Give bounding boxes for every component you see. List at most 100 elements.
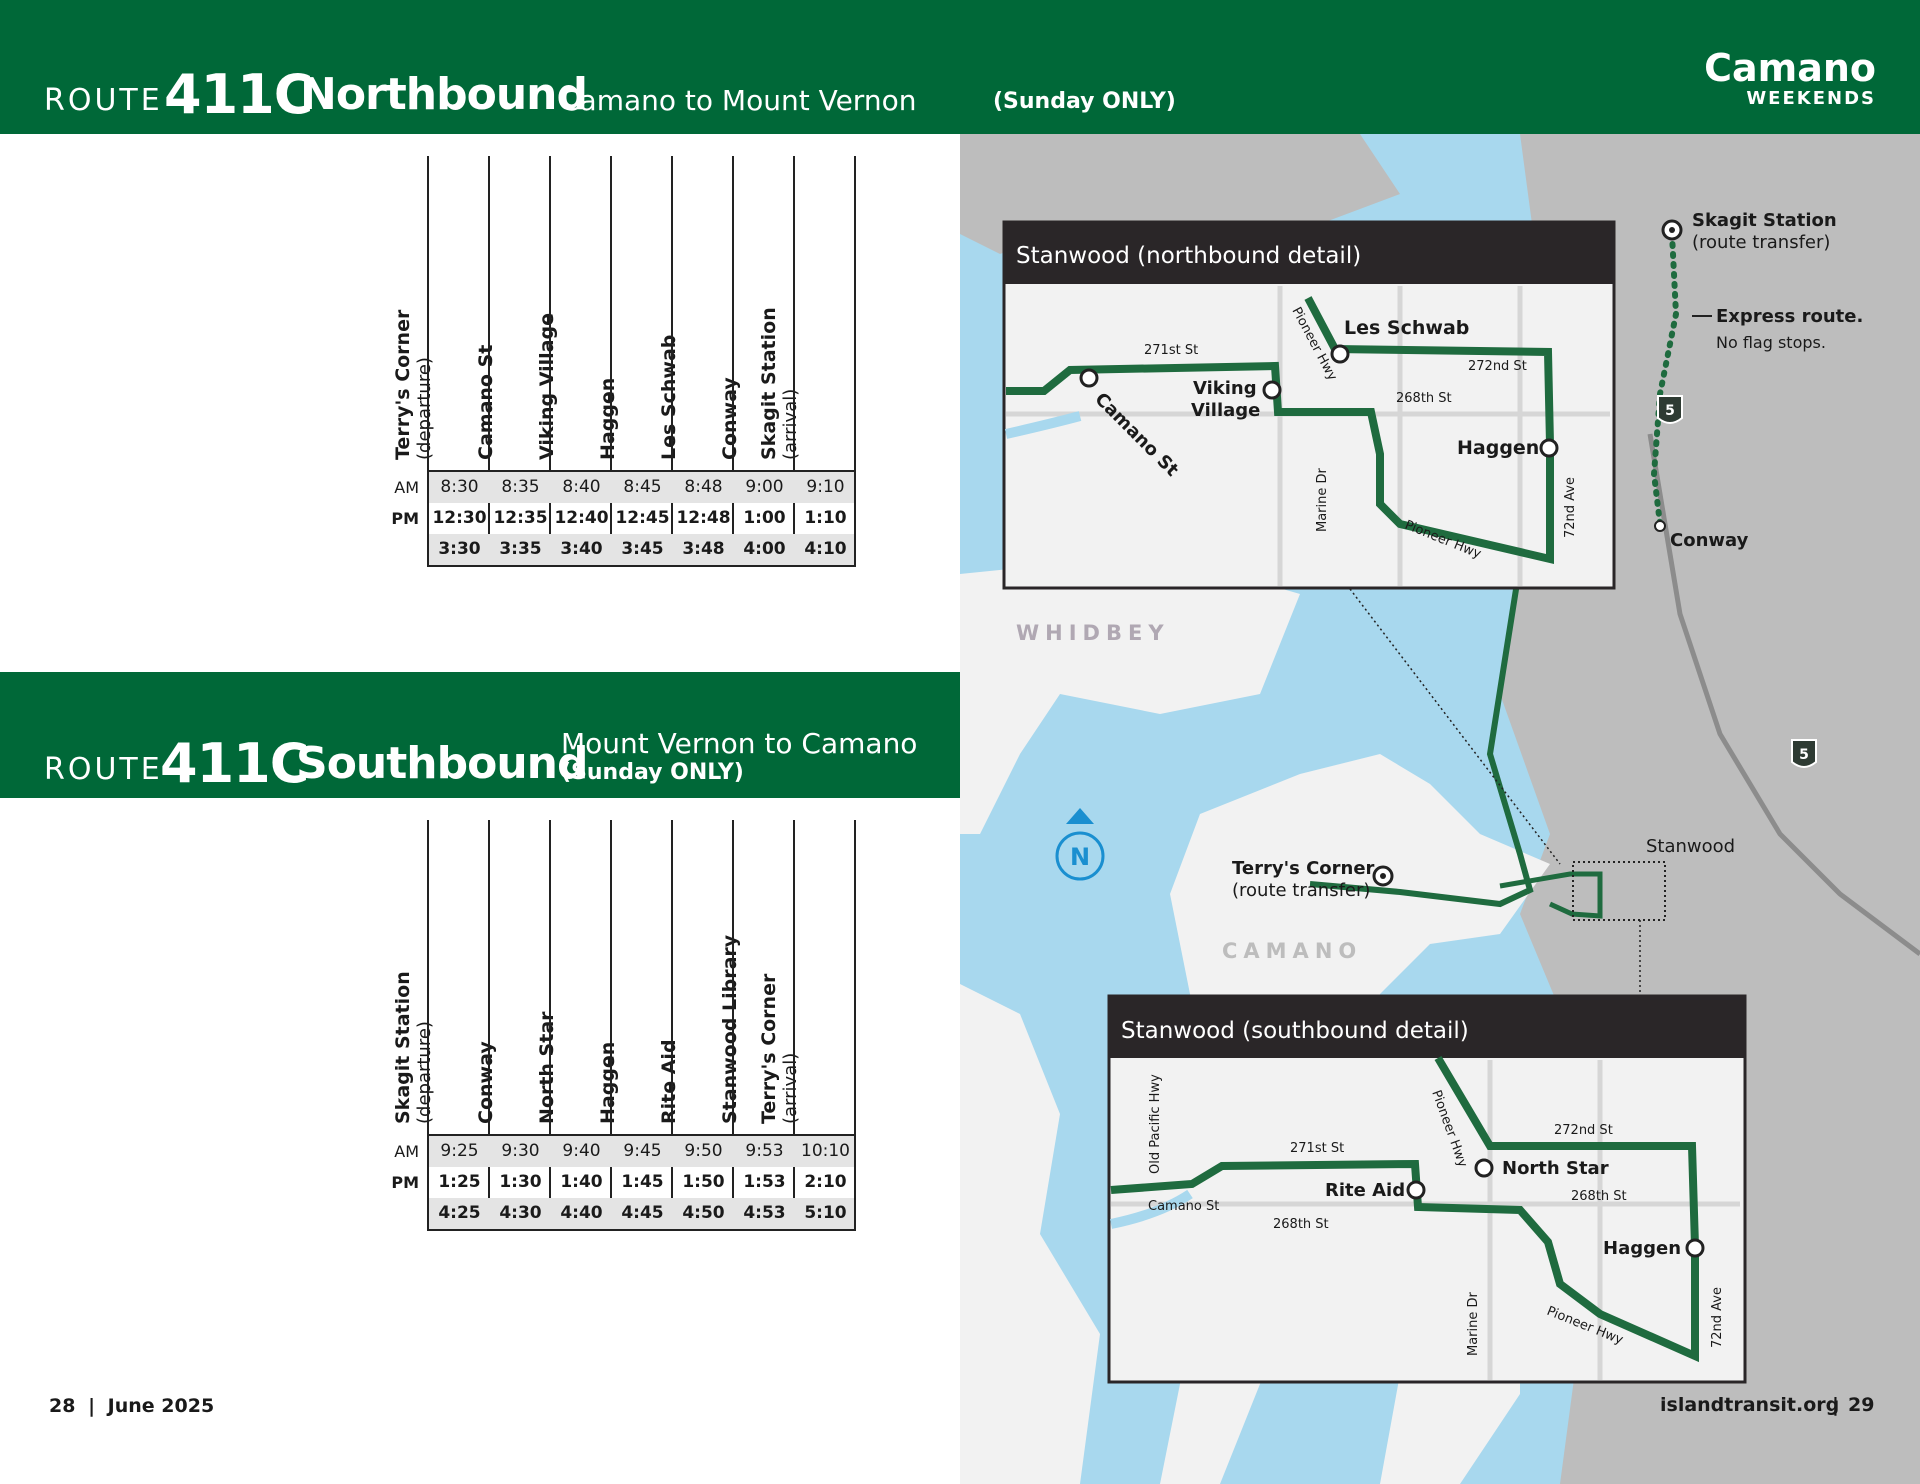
period-label: AM [379, 472, 419, 503]
time-cell: 5:10 [804, 1203, 847, 1223]
time-cell: 1:50 [682, 1172, 725, 1192]
skagit-station-dot [1669, 227, 1675, 233]
site-url[interactable]: islandtransit.org [1660, 1394, 1839, 1416]
route-direction: Northbound [300, 69, 588, 120]
north-star-label: North Star [1502, 1158, 1609, 1179]
rite-aid-label: Rite Aid [1325, 1180, 1405, 1201]
marine-dr-label: Marine Dr [1315, 467, 1330, 532]
time-cell: 1:45 [621, 1172, 664, 1192]
header-divider [427, 470, 856, 472]
interstate-number: 5 [1665, 403, 1675, 419]
street-272-label: 272nd St [1554, 1123, 1613, 1138]
street-271-label: 271st St [1144, 343, 1198, 358]
interstate-shield-icon: 5 [1657, 395, 1683, 424]
stop-column-header: Skagit Station(arrival) [758, 156, 855, 476]
column-divider [610, 820, 612, 1231]
time-cell: 9:00 [745, 477, 784, 497]
stop-name: Viking Village [536, 313, 558, 460]
stop-name: Conway [719, 377, 741, 460]
time-cell: 9:45 [623, 1141, 662, 1161]
column-divider [427, 156, 429, 567]
route-number: 411C [164, 63, 313, 126]
ave-72-label: 72nd Ave [1710, 1287, 1725, 1348]
stop-name: Stanwood Library [719, 934, 741, 1124]
time-cell: 3:48 [682, 539, 725, 559]
top-header-bar: ROUTE 411C Northbound Camano to Mount Ve… [0, 0, 1920, 134]
stanwood-label: Stanwood [1646, 836, 1735, 857]
stop-name: Camano St [475, 344, 497, 460]
street-272-label: 272nd St [1468, 359, 1527, 374]
whidbey-south [960, 984, 1100, 1484]
interstate-number: 5 [1799, 747, 1809, 763]
inset-south-route [1110, 1055, 1699, 1363]
service-note: (Sunday ONLY) [561, 760, 744, 785]
service-note: (Sunday ONLY) [993, 89, 1176, 114]
route-line [1309, 522, 1539, 908]
column-divider [854, 820, 856, 1231]
time-cell: 9:25 [440, 1141, 479, 1161]
stop-note: (departure) [414, 1021, 435, 1124]
column-divider [732, 156, 734, 567]
page-number: 28 [49, 1395, 76, 1417]
inset-north-route [1006, 296, 1554, 565]
skagit-station-label: Skagit Station [1692, 210, 1837, 231]
express-route-line [1650, 231, 1680, 527]
route-word: ROUTE [44, 83, 163, 118]
time-cell: 1:40 [560, 1172, 603, 1192]
time-cell: 12:45 [615, 508, 670, 528]
stop-note: (departure) [414, 357, 435, 460]
interstate-road [1647, 433, 1920, 956]
time-cell: 3:35 [499, 539, 542, 559]
stop-column-header: Terry's Corner(arrival) [758, 820, 855, 1140]
time-cell: 9:40 [562, 1141, 601, 1161]
time-cell: 8:35 [501, 477, 540, 497]
terrys-corner-sublabel: (route transfer) [1232, 880, 1370, 901]
rite-aid-marker [1406, 1180, 1426, 1200]
time-cell: 12:30 [432, 508, 487, 528]
stanwood-callout-box [1572, 861, 1666, 921]
brand-subtitle: WEEKENDS [1746, 88, 1876, 109]
brand-name: Camano [1704, 46, 1876, 90]
north-star-marker [1474, 1158, 1494, 1178]
column-divider [793, 820, 795, 1231]
column-divider [549, 156, 551, 567]
stop-note: (arrival) [780, 388, 801, 460]
route-word: ROUTE [44, 752, 163, 787]
ave-72-label: 72nd Ave [1563, 477, 1578, 538]
column-divider [549, 820, 551, 1231]
time-cell: 3:40 [560, 539, 603, 559]
southbound-header-bar: ROUTE 411C Southbound Mount Vernon to Ca… [0, 672, 960, 798]
time-cell: 9:53 [745, 1141, 784, 1161]
time-cell: 9:30 [501, 1141, 540, 1161]
route-direction: Southbound [296, 738, 588, 789]
whidbey-label: WHIDBEY [1016, 621, 1170, 645]
column-divider [427, 820, 429, 1231]
column-divider [671, 156, 673, 567]
stop-name: Rite Aid [658, 1039, 680, 1124]
stop-name: Skagit Station(departure) [392, 824, 436, 1124]
time-cell: 12:48 [676, 508, 731, 528]
time-cell: 1:30 [499, 1172, 542, 1192]
table-bottom-border [427, 1229, 856, 1231]
time-cell: 1:10 [804, 508, 847, 528]
header-divider [427, 1134, 856, 1136]
column-divider [854, 156, 856, 567]
stop-name: Les Schwab [658, 334, 680, 460]
left-footer: 28 | June 2025 [49, 1395, 214, 1417]
column-divider [610, 156, 612, 567]
time-cell: 9:50 [684, 1141, 723, 1161]
stanwood-loop [1499, 871, 1603, 919]
inset-north-title: Stanwood (northbound detail) [1016, 243, 1361, 269]
interstate-shield-icon: 5 [1791, 739, 1817, 768]
time-cell: 8:30 [440, 477, 479, 497]
time-cell: 4:53 [743, 1203, 786, 1223]
table-bottom-border [427, 565, 856, 567]
haggen-label: Haggen [1457, 437, 1539, 459]
period-label: PM [379, 1167, 419, 1198]
